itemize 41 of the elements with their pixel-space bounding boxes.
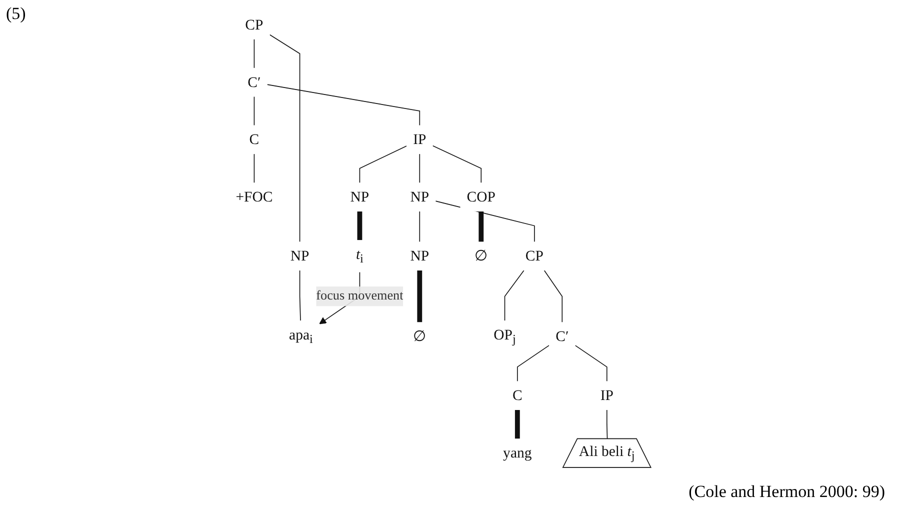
- edge-label: focus movement: [316, 288, 404, 303]
- connector: [517, 345, 550, 382]
- node-text: C: [512, 387, 522, 404]
- source-citation: (Cole and Hermon 2000: 99): [688, 482, 885, 502]
- connector: [254, 154, 255, 184]
- connector: [254, 96, 255, 126]
- node-text: C: [249, 131, 260, 148]
- connector: [514, 410, 520, 439]
- node-text: OP$_{j}$: [494, 326, 516, 346]
- connector: [432, 145, 482, 184]
- node-text: IP: [600, 387, 614, 404]
- node-text: +FOC: [236, 188, 273, 205]
- node-text: yang: [503, 444, 532, 461]
- node-text: C′: [248, 74, 261, 90]
- connector: [606, 410, 608, 440]
- node-text: C′: [556, 328, 569, 344]
- example-number: (5): [6, 4, 26, 24]
- connector: [254, 38, 255, 68]
- node-text: NP: [350, 188, 370, 205]
- node-text: NP: [290, 248, 310, 264]
- node-text: ∅: [474, 248, 488, 264]
- connector: [417, 270, 422, 322]
- connector: [419, 154, 420, 184]
- node-text: CP: [245, 16, 264, 33]
- node-text: NP: [410, 248, 430, 264]
- connector: [299, 270, 301, 321]
- connector: [357, 211, 362, 240]
- node-text: apa$_{i}$: [289, 326, 313, 346]
- connector: [544, 270, 563, 323]
- connector: [419, 211, 420, 242]
- connector: [504, 270, 524, 321]
- node-text: ∅: [413, 328, 426, 344]
- connector: [574, 345, 608, 382]
- connector: [266, 84, 420, 126]
- connector: [359, 146, 407, 184]
- node-text: CP: [525, 248, 544, 264]
- node-text: NP: [410, 188, 430, 205]
- node-text: t$_{i}$: [356, 246, 364, 266]
- connector: [269, 34, 300, 242]
- node-text: IP: [413, 131, 426, 148]
- connector: [478, 211, 484, 242]
